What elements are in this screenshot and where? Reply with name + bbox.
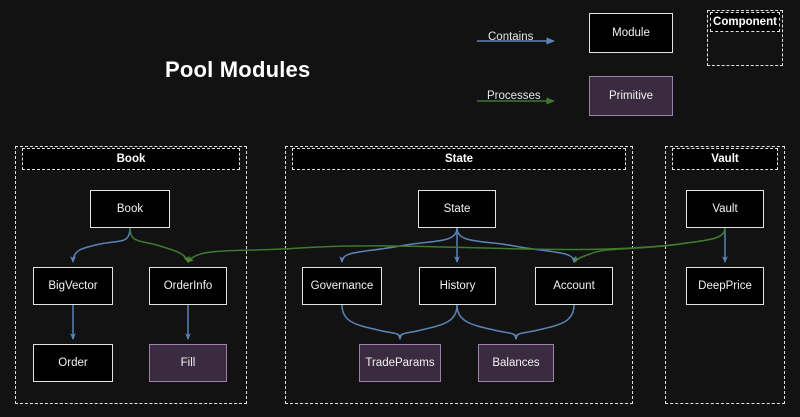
node-history[interactable]: History (419, 267, 496, 305)
node-governance[interactable]: Governance (302, 267, 382, 305)
node-legend-module[interactable]: Module (589, 13, 673, 53)
node-account[interactable]: Account (535, 267, 613, 305)
node-deepprice[interactable]: DeepPrice (686, 267, 764, 305)
node-balances[interactable]: Balances (478, 344, 554, 382)
legend-processes-arrow-icon (476, 94, 562, 108)
node-bigvector[interactable]: BigVector (33, 267, 113, 305)
node-book[interactable]: Book (90, 190, 170, 228)
cluster-title-state: State (292, 148, 626, 170)
node-orderinfo[interactable]: OrderInfo (149, 267, 227, 305)
node-fill[interactable]: Fill (149, 344, 227, 382)
page-title: Pool Modules (165, 57, 310, 83)
node-state[interactable]: State (418, 190, 496, 228)
node-tradeparams[interactable]: TradeParams (359, 344, 441, 382)
cluster-title-book: Book (22, 148, 240, 170)
node-legend-primitive[interactable]: Primitive (589, 76, 673, 116)
node-vault[interactable]: Vault (686, 190, 764, 228)
legend-contains-arrow-icon (476, 34, 562, 48)
cluster-title-vault: Vault (672, 148, 778, 170)
node-order[interactable]: Order (33, 344, 113, 382)
legend-component-title: Component (710, 12, 780, 32)
